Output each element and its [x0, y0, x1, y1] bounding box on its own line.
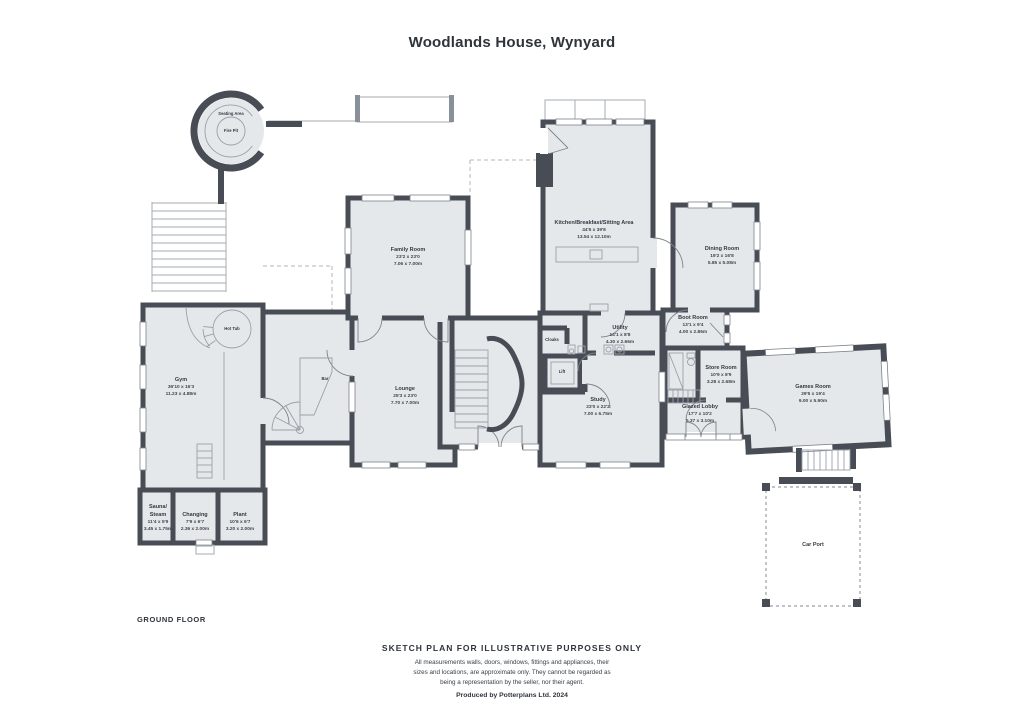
- lobby-steps: [667, 389, 701, 404]
- disclaimer-line-1: All measurements walls, doors, windows, …: [414, 659, 610, 666]
- lift-shaft: [542, 353, 583, 393]
- bar-counter: [299, 357, 333, 416]
- room-label-glazed-lobby: Glazed Lobby 17'7 x 10'2 5.37 x 3.10m: [681, 404, 719, 424]
- games-porch-steps: [796, 445, 856, 472]
- disclaimer-line-2: sizes and locations, are approximate onl…: [413, 668, 611, 676]
- disclaimer-footer: SKETCH PLAN FOR ILLUSTRATIVE PURPOSES ON…: [0, 643, 1024, 699]
- wc-fixtures: [668, 352, 696, 390]
- kitchen-chimney: [536, 153, 553, 187]
- room-label-sauna-steam: Sauna/ Steam 11'4 x 5'9 3.45 x 1.75m: [143, 504, 173, 532]
- room-label-lift: Lift: [558, 368, 566, 374]
- disclaimer-line-3: being a representation by the seller, no…: [440, 678, 584, 686]
- car-port-outline: [762, 477, 861, 607]
- staircase-curved-wall: [486, 335, 525, 433]
- room-label-boot-room: Boot Room 13'1 x 9'4 4.00 x 2.86m: [678, 315, 708, 335]
- room-label-lounge: Lounge 25'3 x 23'0 7.70 x 7.00m: [390, 386, 420, 406]
- room-label-cloaks: Cloaks: [545, 336, 559, 342]
- room-label-bar: Bar: [321, 375, 329, 381]
- room-label-kitchen: Kitchen/Breakfast/Sitting Area 44'5 x 39…: [554, 220, 634, 240]
- games-room-walls: [740, 343, 892, 455]
- disclaimer-heading: SKETCH PLAN FOR ILLUSTRATIVE PURPOSES ON…: [381, 643, 643, 653]
- balcony-end-caps: [355, 95, 454, 122]
- room-label-games-room: Games Room 29'5 x 19'4 9.00 x 5.90m: [795, 384, 831, 404]
- producer-credit: Produced by Potterplans Ltd. 2024: [456, 692, 568, 700]
- floor-label: GROUND FLOOR: [137, 615, 206, 624]
- door-openings: [259, 238, 726, 424]
- hot-tub: [185, 307, 252, 349]
- room-label-study: Study 23'0 x 22'2 7.00 x 6.75m: [583, 397, 613, 417]
- patio-deck-lines: [151, 96, 646, 292]
- kitchen-island: [555, 246, 639, 312]
- room-label-store-room: Store Room 10'9 x 8'9 3.28 x 2.68m: [705, 365, 737, 385]
- cloakroom-fixtures: [567, 344, 586, 355]
- door-arcs: [262, 127, 724, 448]
- room-label-dining-room: Dining Room 19'2 x 16'8 5.85 x 5.08m: [704, 246, 740, 266]
- main-staircase: [454, 349, 489, 429]
- room-label-car-port: Car Port: [802, 542, 824, 549]
- room-label-fire-pit: Fire Pit: [223, 127, 239, 133]
- page-title: Woodlands House, Wynyard: [408, 34, 616, 51]
- room-label-family-room: Family Room 23'2 x 23'0 7.06 x 7.00m: [390, 247, 426, 267]
- room-label-hot-tub: Hot Tub: [224, 325, 240, 331]
- room-walls: [137, 119, 760, 546]
- gym-small-stair: [196, 352, 225, 480]
- patio-dashed-lines: [263, 159, 538, 312]
- room-label-gym: Gym 36'10 x 16'3 11.23 x 4.88m: [165, 377, 197, 397]
- room-label-utility: Utility 14'1 x 8'8 4.30 x 2.66m: [605, 325, 635, 345]
- seating-circle-walls: [190, 90, 302, 204]
- windows: [139, 118, 761, 547]
- rear-step: [195, 544, 215, 555]
- room-label-changing: Changing 7'9 x 6'7 2.36 x 2.00m: [180, 512, 210, 532]
- utility-appliances: [603, 344, 625, 355]
- room-label-plant: Plant 10'6 x 6'7 3.20 x 2.00m: [225, 512, 255, 532]
- room-label-seating-area: Seating Area: [218, 110, 244, 116]
